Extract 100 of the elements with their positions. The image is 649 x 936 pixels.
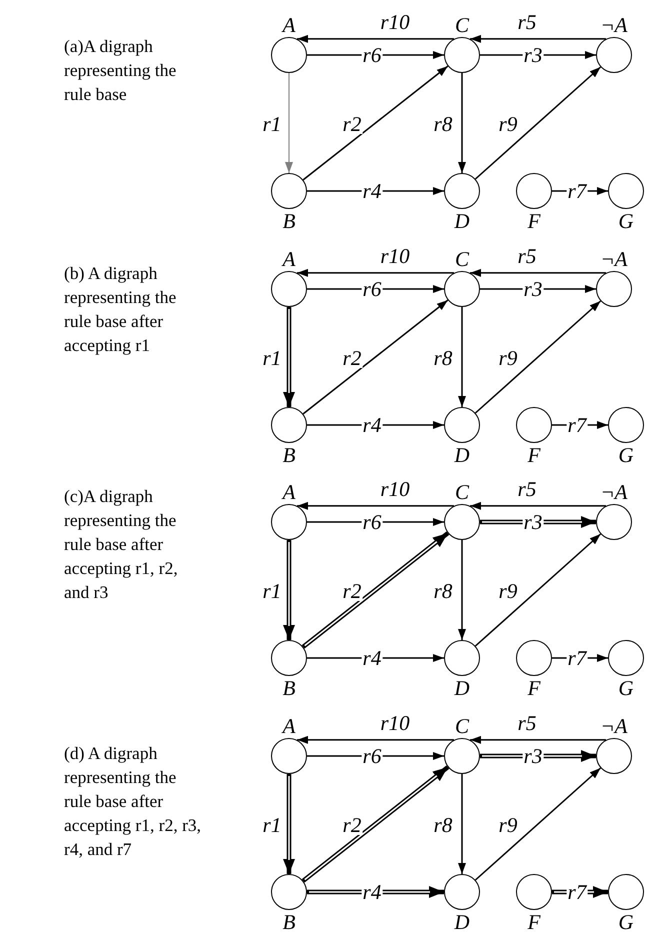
node-label: F — [528, 210, 540, 232]
arrow — [480, 750, 596, 762]
node-label: A — [282, 481, 296, 503]
edge-label: r6 — [362, 512, 382, 532]
node-label: G — [618, 444, 634, 466]
edge-label: r2 — [342, 348, 362, 368]
edge-label: r9 — [498, 815, 518, 835]
edge-label: r10 — [379, 713, 411, 733]
edge-label: r10 — [379, 246, 411, 266]
arrow — [285, 72, 293, 174]
arrow — [307, 187, 444, 195]
arrow — [474, 300, 602, 414]
arrow — [297, 34, 454, 43]
arrow — [474, 767, 602, 881]
arrow — [283, 774, 295, 874]
edge-label: r7 — [566, 415, 588, 435]
node-label: B — [282, 444, 296, 466]
arrow — [297, 268, 454, 277]
edge-label: r7 — [566, 181, 588, 201]
edge-label: r1 — [262, 581, 282, 601]
arrow — [283, 540, 295, 640]
node-label: D — [454, 210, 470, 232]
edge-label: r10 — [379, 12, 411, 32]
edge-label: r6 — [362, 45, 382, 65]
node-label: D — [454, 677, 470, 699]
edge-label: r4 — [362, 181, 382, 201]
arrow — [552, 421, 608, 429]
edge-label: r9 — [498, 581, 518, 601]
arrow — [458, 307, 466, 407]
arrow — [297, 736, 454, 744]
node-label: ¬A — [600, 248, 628, 270]
arrow — [480, 285, 596, 293]
arrow — [474, 66, 602, 180]
edge-label: r1 — [262, 348, 282, 368]
arrow — [470, 34, 606, 43]
arrow — [307, 518, 444, 526]
node-label: A — [282, 248, 296, 270]
node-label: D — [454, 911, 470, 933]
arrow — [302, 300, 448, 414]
arrow — [470, 502, 606, 510]
node-label: G — [618, 210, 634, 232]
arrow — [307, 886, 444, 898]
edge-label: r9 — [498, 114, 518, 134]
edge-label: r1 — [262, 114, 282, 134]
arrow — [307, 285, 444, 293]
node-label: A — [282, 14, 296, 36]
panel-caption: (d) A digraph representing the rule base after accepting r1, r2, r3, r4, and r7 — [64, 742, 202, 861]
arrow — [552, 187, 608, 195]
panel-caption: (a)A digraph representing the rule base — [64, 35, 178, 106]
edge-label: r2 — [342, 581, 362, 601]
arrow — [552, 886, 608, 898]
arrow — [283, 307, 295, 407]
node-label: D — [454, 444, 470, 466]
arrow — [307, 421, 444, 429]
edge-label: r3 — [522, 279, 544, 299]
arrow — [458, 774, 466, 874]
arrow — [302, 531, 450, 649]
node-label: C — [455, 14, 469, 36]
arrow — [470, 736, 606, 744]
node-label: F — [528, 911, 540, 933]
arrow — [480, 51, 596, 59]
node-label: G — [618, 677, 634, 699]
edge-label: r8 — [432, 348, 454, 368]
edge-label: r8 — [432, 581, 454, 601]
arrow — [470, 268, 606, 277]
edge-label: r7 — [566, 648, 588, 668]
arrow — [307, 654, 444, 662]
node-label: F — [528, 677, 540, 699]
arrow — [307, 51, 444, 59]
panel-caption: (b) A digraph representing the rule base after accepting r1 — [64, 262, 178, 357]
node-label: G — [618, 911, 634, 933]
arrow — [458, 73, 466, 173]
edge-label: r7 — [566, 882, 588, 902]
edge-label: r6 — [362, 279, 382, 299]
arrow — [297, 502, 454, 510]
node-label: B — [282, 210, 296, 232]
edge-label: r4 — [362, 882, 382, 902]
panel-caption: (c)A digraph representing the rule base after accepting r1, r2, and r3 — [64, 485, 179, 604]
node-label: F — [528, 444, 540, 466]
edge-label: r3 — [522, 512, 544, 532]
edge-label: r6 — [362, 746, 382, 766]
edge-label: r8 — [432, 114, 454, 134]
edge-label: r3 — [522, 45, 544, 65]
node-label: B — [282, 911, 296, 933]
edge-label: r1 — [262, 815, 282, 835]
arrow — [307, 752, 444, 760]
node-label: C — [455, 248, 469, 270]
edge-label: r5 — [516, 246, 538, 266]
arrow — [474, 533, 602, 647]
edge-label: r9 — [498, 348, 518, 368]
edge-label: r8 — [432, 815, 454, 835]
edge-label: r10 — [379, 479, 411, 499]
arrow — [458, 540, 466, 640]
edge-label: r4 — [362, 648, 382, 668]
edge-label: r3 — [522, 746, 544, 766]
node-label: ¬A — [600, 14, 628, 36]
node-label: ¬A — [600, 481, 628, 503]
node-label: C — [455, 715, 469, 737]
edge-label: r2 — [342, 114, 362, 134]
node-label: A — [282, 715, 296, 737]
